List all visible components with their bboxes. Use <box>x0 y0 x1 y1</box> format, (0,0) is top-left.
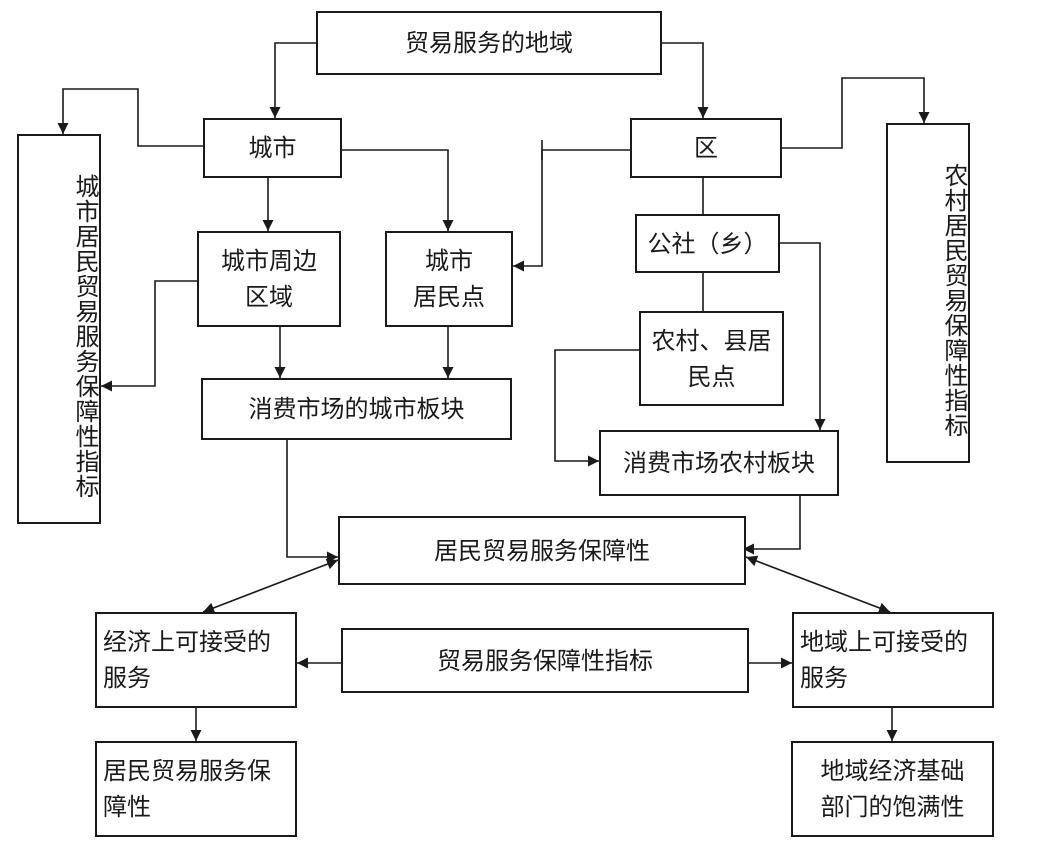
link-periphery-to-city-indicator <box>101 280 197 392</box>
rural-settlement-box: 农村、县居 民点 <box>639 311 784 406</box>
link-district-to-city-settlement <box>513 149 630 272</box>
city-box: 城市 <box>203 118 342 178</box>
link-rural-settlement-to-rural-market <box>554 349 639 467</box>
link-rural-market-to-guarantee <box>743 496 801 555</box>
city-periphery-box: 城市周边 区域 <box>197 231 341 327</box>
link-domain-to-district <box>662 42 709 118</box>
resident-guarantee-2-box: 居民贸易服务保 障性 <box>95 741 297 837</box>
link-guarantee-economic <box>202 558 339 614</box>
city-settlement-box: 城市 居民点 <box>385 231 513 327</box>
guarantee-indicator-box: 贸易服务保障性指标 <box>341 628 749 693</box>
link-commune-to-rural-market <box>780 242 826 430</box>
link-urban-market-to-guarantee <box>286 440 338 563</box>
commune-box: 公社（乡） <box>635 214 780 273</box>
district-box: 区 <box>630 118 782 178</box>
link-city-to-city-indicator <box>57 88 203 147</box>
rural-indicator-box: 农村居民贸易保障性指标 <box>886 123 970 463</box>
link-domain-to-city <box>269 42 316 118</box>
link-city-to-settlement <box>342 149 454 231</box>
economic-service-box: 经济上可接受的 服务 <box>95 612 297 708</box>
geographic-service-box: 地域上可接受的 服务 <box>792 612 994 708</box>
saturation-box: 地域经济基础 部门的饱满性 <box>791 741 994 837</box>
urban-market-box: 消费市场的城市板块 <box>201 378 512 440</box>
rural-market-box: 消费市场农村板块 <box>599 430 839 496</box>
city-indicator-box: 城市居民贸易服务保障性指标 <box>17 134 101 524</box>
link-district-to-rural-indicator <box>782 77 930 149</box>
link-guarantee-geographic <box>745 555 891 614</box>
domain-box: 贸易服务的地域 <box>316 11 662 75</box>
resident-guarantee-box: 居民贸易服务保障性 <box>338 516 746 585</box>
